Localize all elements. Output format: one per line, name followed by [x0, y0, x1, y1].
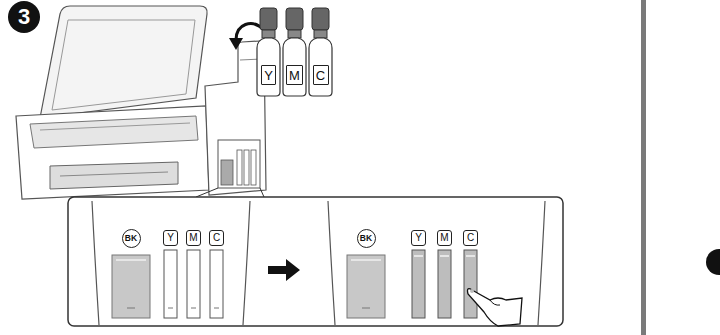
fill-arrow-head	[229, 38, 243, 50]
bottle-label: Y	[261, 65, 276, 85]
color-tank	[244, 150, 249, 185]
lower-mark	[214, 308, 219, 309]
color-tank	[187, 250, 200, 318]
tank-window-edge	[92, 201, 99, 325]
tank-window	[218, 140, 260, 188]
color-tank	[164, 250, 177, 318]
color-tank	[251, 150, 256, 185]
lower-mark	[127, 308, 135, 309]
tank-color-label: Y	[163, 230, 178, 246]
lower-mark	[168, 308, 173, 309]
bottle-neck	[262, 30, 275, 38]
label-text: M	[189, 233, 197, 243]
ink-level	[414, 255, 423, 257]
label-text: BK	[125, 234, 137, 243]
bottle-body	[257, 38, 280, 96]
ink-bottles	[257, 8, 332, 96]
tank-color-label: Y	[411, 230, 426, 246]
label-text: C	[316, 69, 325, 82]
tank-window-edge	[538, 201, 545, 325]
tank-window-edge	[243, 201, 250, 325]
next-step-badge	[706, 249, 720, 275]
bottle-label: C	[313, 65, 329, 85]
tank-color-label: M	[186, 230, 201, 246]
inset-leader	[196, 188, 218, 197]
label-text: C	[213, 233, 220, 243]
divider-bar	[641, 0, 646, 335]
finger-crease	[490, 300, 500, 305]
tank-window-edge	[328, 201, 335, 325]
fingertip	[470, 289, 474, 293]
label-text: Y	[167, 233, 174, 243]
ink-level	[466, 255, 475, 257]
tray-slot	[60, 172, 168, 176]
color-tank	[210, 250, 223, 318]
lower-mark	[191, 308, 196, 309]
inset-frame	[68, 197, 563, 326]
color-tank-filled	[438, 250, 451, 318]
step-number: 3	[8, 1, 40, 33]
label-text: C	[467, 233, 474, 243]
black-tank	[112, 255, 150, 318]
printer-body	[16, 106, 209, 199]
scanner-lid	[40, 6, 207, 118]
tank-color-label: C	[463, 230, 478, 246]
tank-color-label: C	[209, 230, 224, 246]
pointing-hand	[468, 289, 523, 326]
color-tank	[237, 150, 242, 185]
tank-color-label: M	[437, 230, 452, 246]
bottle-body	[283, 38, 306, 96]
label-text: 3	[18, 6, 30, 28]
output-tray	[50, 162, 178, 189]
printer-interior	[30, 116, 198, 148]
ink-level	[116, 259, 146, 261]
ink-level	[351, 259, 381, 261]
label-text: M	[440, 233, 448, 243]
bottle-body	[309, 38, 332, 96]
tank-color-label: BK	[357, 229, 376, 248]
scanner-glass	[52, 20, 195, 110]
printer	[16, 6, 266, 199]
label-text: Y	[415, 233, 422, 243]
black-tank	[221, 160, 233, 185]
tank-color-label: BK	[122, 229, 141, 248]
print-head-rail	[40, 123, 190, 130]
label-text: M	[289, 69, 300, 82]
inset-leader	[260, 188, 264, 197]
color-tank-filled	[412, 250, 425, 318]
color-tank-filled	[464, 250, 477, 318]
bottle-cap	[286, 8, 303, 30]
bottle-neck	[288, 30, 301, 38]
bottle-label: M	[286, 65, 303, 85]
state-arrow	[268, 259, 300, 281]
tank-view-after	[328, 201, 545, 326]
bottle-neck	[314, 30, 327, 38]
bottle-cap	[260, 8, 277, 30]
tank-view-before	[92, 201, 250, 325]
lower-mark	[362, 308, 370, 309]
label-text: BK	[360, 234, 372, 243]
ink-level	[440, 255, 449, 257]
black-tank	[347, 255, 385, 318]
label-text: Y	[264, 69, 273, 82]
bottle-cap	[312, 8, 329, 30]
